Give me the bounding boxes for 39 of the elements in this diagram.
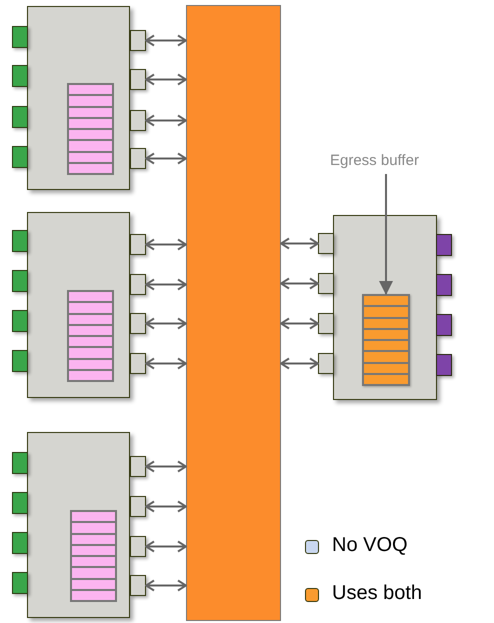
double-arrow xyxy=(145,238,187,250)
buffer-label: Egress buffer xyxy=(330,152,419,169)
line-card xyxy=(333,215,437,400)
double-arrow xyxy=(145,580,187,592)
double-arrow xyxy=(145,358,187,370)
port-box xyxy=(318,233,334,254)
double-arrow xyxy=(145,278,187,290)
port-box xyxy=(130,69,146,90)
port-box xyxy=(130,148,146,169)
port-box xyxy=(318,313,334,334)
double-arrow xyxy=(280,278,319,290)
switch-fabric-bar xyxy=(186,5,281,621)
port-box xyxy=(130,30,146,51)
double-arrow xyxy=(280,358,319,370)
port-box xyxy=(130,234,146,255)
port-box xyxy=(318,273,334,294)
double-arrow xyxy=(145,318,187,330)
double-arrow xyxy=(145,114,187,126)
double-arrow xyxy=(145,74,187,86)
port-box xyxy=(130,110,146,131)
legend-text: Uses both xyxy=(332,582,422,605)
port-box xyxy=(130,353,146,374)
port-box xyxy=(130,313,146,334)
port-box xyxy=(130,575,146,596)
double-arrow xyxy=(145,500,187,512)
double-arrow xyxy=(145,540,187,552)
port-box xyxy=(130,456,146,477)
double-arrow xyxy=(280,318,319,330)
port-box xyxy=(130,536,146,557)
port-box xyxy=(318,353,334,374)
double-arrow xyxy=(145,460,187,472)
egress-buffer-stack xyxy=(362,294,410,386)
port-box xyxy=(130,274,146,295)
legend-text: No VOQ xyxy=(332,534,408,557)
double-arrow xyxy=(280,238,319,250)
leader-arrow xyxy=(379,174,393,295)
double-arrow xyxy=(145,152,187,164)
double-arrow xyxy=(145,34,187,46)
port-box xyxy=(130,496,146,517)
